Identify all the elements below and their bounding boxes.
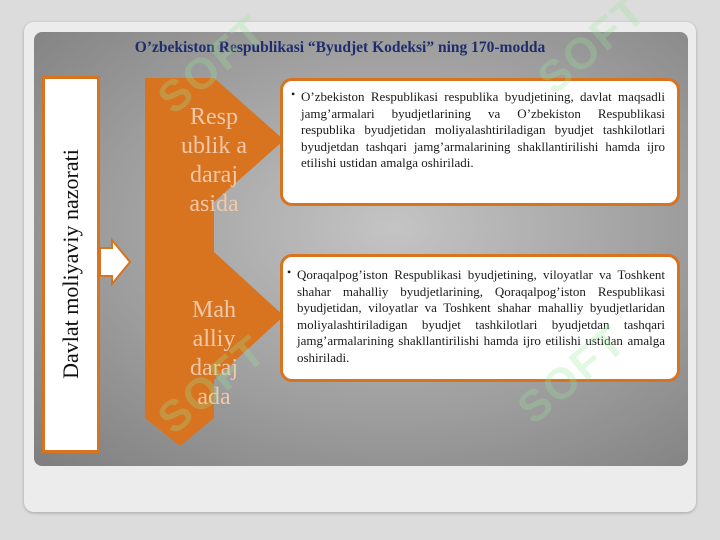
vertical-label-box — [42, 76, 100, 453]
textbox-local: • Qoraqalpog’iston Respublikasi byudjeti… — [280, 254, 680, 382]
bullet-text-local: Qoraqalpog’iston Respublikasi byudjetini… — [297, 267, 665, 365]
chevron-segment-2 — [145, 252, 284, 446]
textbox-republic: • O’zbekiston Respublikasi respublika by… — [280, 78, 680, 206]
segment-label-republic: Resp ublik a daraj asida — [181, 104, 247, 217]
bullet-icon: • — [291, 87, 296, 101]
bullet-icon: • — [287, 265, 292, 279]
segment-label-local: Mah alliy daraj ada — [190, 297, 238, 410]
slide-title: O’zbekiston Respublikasi “Byudjet Kodeks… — [134, 39, 546, 56]
bullet-text-republic: O’zbekiston Respublikasi respublika byud… — [301, 89, 665, 170]
connector-arrow — [99, 237, 132, 287]
